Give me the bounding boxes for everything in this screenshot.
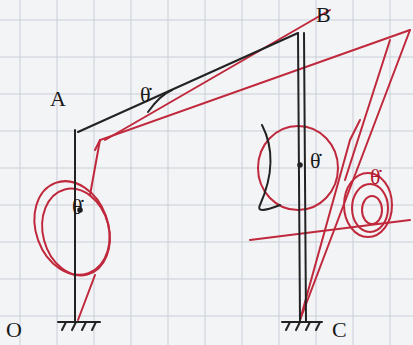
point-label: O xyxy=(6,319,22,341)
angular-rate-label: θ̇ xyxy=(72,196,83,218)
four-bar-linkage xyxy=(75,33,306,322)
point-label: B xyxy=(316,4,331,26)
point-label: A xyxy=(50,88,66,110)
point-label: C xyxy=(332,319,347,341)
angular-rate-label: θ̇ xyxy=(140,84,151,106)
ground-hatch xyxy=(58,322,322,330)
red-sketch xyxy=(22,10,410,320)
angular-rate-label: θ̇ xyxy=(310,150,321,172)
angular-rate-label: θ̇ xyxy=(370,166,381,188)
